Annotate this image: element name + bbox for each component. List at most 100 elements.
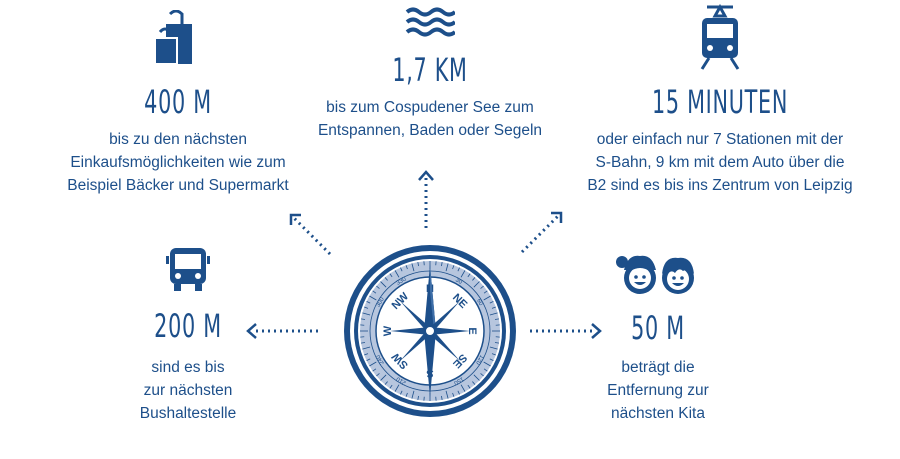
kita-line: beträgt die	[621, 359, 695, 376]
compass-tick	[364, 353, 369, 356]
shopping-line: Beispiel Bäcker und Supermarkt	[67, 177, 289, 194]
compass-tick	[489, 312, 498, 316]
train-line: B2 sind es bis ins Zentrum von Leipzig	[587, 177, 853, 194]
compass-tick	[483, 368, 488, 372]
compass-tick	[472, 381, 476, 385]
compass-rose-icon: NNEESESSWWNW3060120150210240300330	[344, 245, 516, 417]
shopping-bags-icon	[154, 10, 192, 65]
arrow-up-left	[289, 213, 332, 256]
compass-tick	[473, 374, 480, 381]
compass-tick	[380, 281, 387, 288]
compass-degree-label: 240	[375, 353, 386, 365]
shopping-line: bis zu den nächsten	[109, 131, 247, 148]
lake-info: 1,7 KM bis zum Cospudener See zum Entspa…	[280, 6, 580, 142]
train-description: oder einfach nur 7 Stationen mit der S-B…	[570, 128, 870, 197]
compass-degree-label: 30	[454, 277, 463, 286]
bus-line: Bushaltestelle	[139, 405, 237, 422]
arrow-up-right	[520, 211, 563, 254]
compass-tick	[384, 277, 388, 281]
compass-tick	[389, 384, 393, 389]
compass-tick	[405, 265, 408, 270]
lake-line: Entspannen, Baden oder Segeln	[317, 122, 543, 139]
compass-tick	[445, 390, 449, 399]
shopping-info: 400 M bis zu den nächsten Einkaufsmöglic…	[28, 10, 328, 197]
compass-tick	[494, 318, 500, 320]
compass-tick	[491, 306, 496, 309]
kita-distance: 50 M	[631, 309, 685, 347]
compass-tick	[389, 273, 393, 278]
train-line: oder einfach nur 7 Stationen mit der	[596, 131, 844, 148]
arrow-left	[246, 323, 318, 339]
train-line: S-Bahn, 9 km mit dem Auto über die	[595, 154, 845, 171]
train-duration: 15 MINUTEN	[651, 83, 789, 121]
compass-tick	[376, 373, 380, 377]
compass-tick	[460, 270, 466, 278]
tram-icon	[700, 4, 740, 70]
compass-tick	[411, 390, 415, 399]
compass-tick	[441, 261, 443, 267]
compass-tick	[473, 281, 480, 288]
compass-tick	[457, 267, 460, 272]
children-faces-icon	[616, 255, 694, 294]
compass-tick	[411, 263, 415, 272]
compass-degree-label: 150	[452, 375, 464, 386]
compass-tick	[360, 318, 366, 320]
compass-degree-label: 330	[396, 276, 408, 287]
kita-info: 50 M beträgt die Entfernung zur nächsten…	[548, 248, 768, 425]
compass-tick	[380, 374, 387, 381]
compass-degree-label: 300	[376, 296, 387, 308]
compass-tick	[394, 384, 400, 392]
kita-line: nächsten Kita	[611, 405, 705, 422]
compass-tick	[417, 261, 419, 267]
compass-tick	[417, 395, 419, 401]
compass-tick	[445, 263, 449, 272]
compass-tick	[467, 384, 471, 389]
compass-direction-label: W	[382, 325, 394, 336]
bus-info: 200 M sind es bis zur nächsten Bushaltes…	[78, 246, 298, 425]
compass-tick	[483, 290, 488, 294]
compass-tick	[489, 301, 494, 304]
water-waves-icon	[405, 7, 455, 37]
compass-tick	[480, 373, 484, 377]
compass-degree-label: 60	[475, 298, 484, 307]
compass-tick	[483, 361, 491, 367]
compass-tick	[394, 270, 400, 278]
bus-line: zur nächsten	[143, 382, 233, 399]
lake-distance: 1,7 KM	[392, 51, 468, 89]
compass-degree-label: 210	[395, 375, 407, 386]
compass-tick	[460, 384, 466, 392]
kita-line: Entfernung zur	[607, 382, 709, 399]
compass-tick	[405, 392, 408, 397]
compass-tick	[372, 368, 377, 372]
train-info: 15 MINUTEN oder einfach nur 7 Stationen …	[570, 4, 870, 197]
bus-distance: 200 M	[154, 307, 222, 345]
compass-tick	[452, 265, 455, 270]
compass-degree-label: 120	[474, 354, 485, 366]
compass-tick	[369, 295, 377, 301]
arrow-up	[418, 170, 434, 228]
compass-tick	[366, 301, 371, 304]
compass-tick	[400, 390, 403, 395]
lake-description: bis zum Cospudener See zum Entspannen, B…	[280, 96, 580, 142]
kita-description: beträgt die Entfernung zur nächsten Kita	[548, 356, 768, 425]
bus-line: sind es bis	[151, 359, 225, 376]
compass-tick	[362, 312, 371, 316]
compass-tick	[369, 361, 377, 367]
compass-tick	[362, 346, 371, 350]
compass-tick	[489, 346, 498, 350]
compass-tick	[483, 295, 491, 301]
compass-tick	[494, 342, 500, 344]
compass-tick	[384, 381, 388, 385]
lake-line: bis zum Cospudener See zum	[326, 99, 534, 116]
compass-tick	[467, 273, 471, 278]
shopping-description: bis zu den nächsten Einkaufsmöglichkeite…	[28, 128, 328, 197]
compass-tick	[489, 358, 494, 361]
compass-tick	[372, 290, 377, 294]
compass-tick	[376, 285, 380, 289]
arrow-right	[530, 323, 602, 339]
compass-tick	[480, 285, 484, 289]
compass-tick	[364, 306, 369, 309]
compass-tick	[472, 277, 476, 281]
bus-description: sind es bis zur nächsten Bushaltestelle	[78, 356, 298, 425]
compass-tick	[400, 267, 403, 272]
